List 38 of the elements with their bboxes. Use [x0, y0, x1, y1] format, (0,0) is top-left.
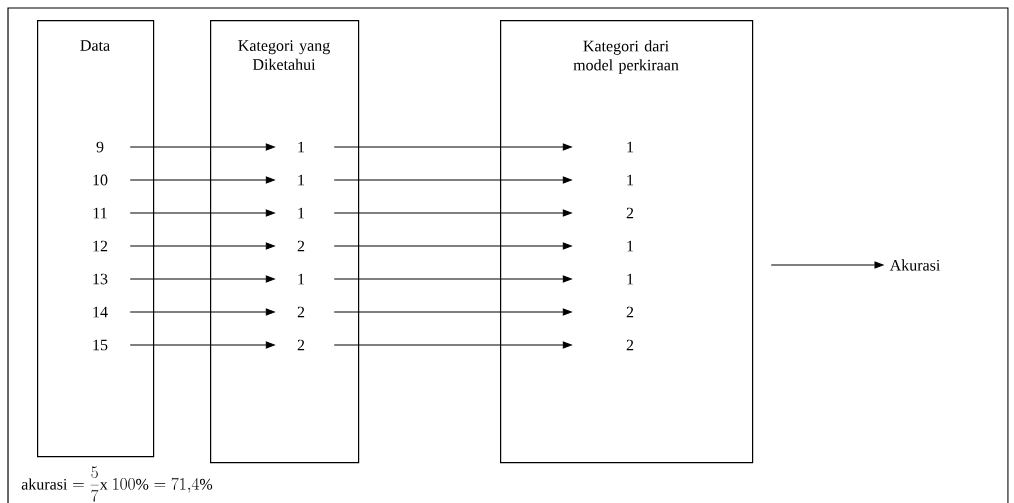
value-text: 12: [93, 240, 108, 252]
value-text: 1: [627, 240, 634, 252]
arrow: [129, 308, 275, 316]
value-text: 2: [297, 306, 305, 318]
result-text: Akurasi: [889, 259, 941, 271]
value-text: 1: [298, 273, 305, 285]
arrow: [770, 261, 884, 269]
value-text: 15: [93, 339, 108, 351]
arrow: [129, 242, 275, 250]
accuracy-formula: $\mathrm{akurasi} = \frac{5}{7}\mathrm{x}\ 100\% = 71{,}4\%$: [21, 466, 213, 502]
arrow: [333, 209, 572, 217]
value-text: 2: [297, 339, 305, 351]
value-text: 1: [627, 273, 634, 285]
arrow: [129, 176, 275, 184]
value-text: 14: [93, 306, 108, 318]
value-text: 2: [626, 339, 634, 351]
arrow: [129, 143, 275, 151]
value-text: 1: [298, 207, 305, 219]
arrow: [333, 242, 572, 250]
arrow: [333, 341, 572, 349]
arrow: [333, 275, 572, 283]
value-text: 10: [93, 174, 108, 186]
value-text: 2: [626, 207, 634, 219]
value-text: 1: [298, 141, 305, 153]
value-text: 2: [626, 306, 634, 318]
arrow: [129, 209, 275, 217]
arrow: [333, 143, 572, 151]
arrow: [333, 176, 572, 184]
arrow: [129, 341, 275, 349]
value-text: 1: [627, 141, 634, 153]
value-text: 13: [93, 273, 108, 285]
arrow: [333, 308, 572, 316]
arrow: [129, 275, 275, 283]
value-text: 1: [298, 174, 305, 186]
value-text: 2: [297, 240, 305, 252]
value-text: 1: [627, 174, 634, 186]
value-text: 9: [96, 141, 104, 153]
value-text: 11: [93, 207, 107, 219]
